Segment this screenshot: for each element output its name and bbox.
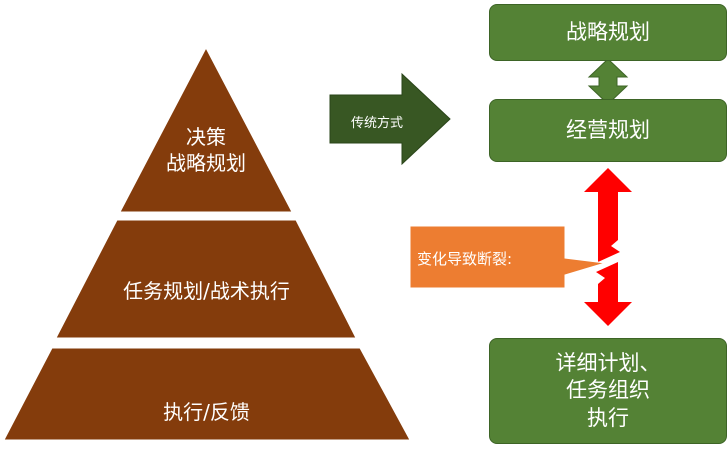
execution-line3: 执行 [587,405,629,430]
traditional-arrow-label: 传统方式 [350,116,403,131]
operations-planning-box: 经营规划 [489,99,727,162]
break-arrow-lower [584,262,632,326]
pyramid-top-tier [119,46,293,213]
operations-planning-label: 经营规划 [566,117,650,142]
change-callout-label: 变化导致断裂: [417,250,513,268]
pyramid-bottom-label: 执行/反馈 [163,400,250,424]
execution-box: 详细计划、 任务组织 执行 [489,338,727,444]
strategy-planning-box: 战略规划 [489,4,727,61]
break-arrow-upper [584,168,632,262]
pyramid-bottom-tier [3,347,411,441]
change-callout-shape [409,225,606,289]
double-arrow-strategy-operations [587,58,629,105]
pyramid-top-line1: 决策 [186,125,226,149]
pyramid-middle-tier [55,219,357,339]
execution-line1: 详细计划、 [555,351,661,376]
pyramid-middle-label: 任务规划/战术执行 [123,279,290,303]
traditional-arrow [329,72,451,166]
pyramid-top-label: 决策 战略规划 [140,124,272,176]
execution-line2: 任务组织 [566,378,650,403]
pyramid-top-line2: 战略规划 [166,151,246,175]
strategy-planning-label: 战略规划 [566,19,650,44]
